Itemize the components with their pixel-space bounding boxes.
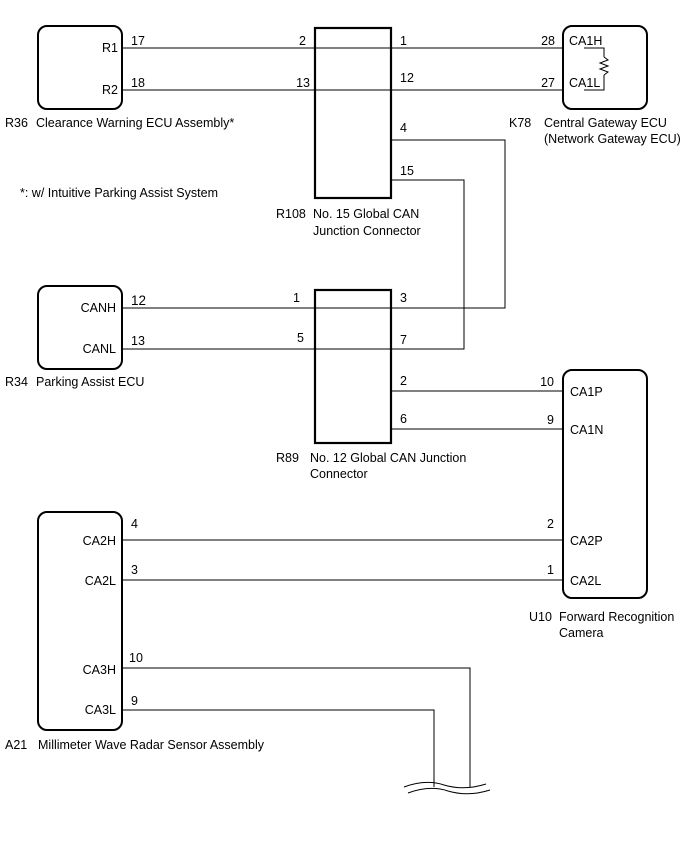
wire-a21-ca3h [122,667,471,787]
r36-box [37,25,123,110]
k78-name-line2: (Network Gateway ECU) [544,132,681,146]
pin-number: 1 [293,291,300,305]
pin-number: 12 [131,293,146,308]
resistor-lead [584,47,605,57]
r89-box [313,288,393,445]
wire-break-symbol [403,781,491,795]
r89-name-line2: Connector [310,467,368,481]
pin-number: 12 [400,71,414,85]
junction-internal-wires [315,47,391,350]
r36-id: R36 [5,116,28,130]
k78-name-line1: Central Gateway ECU [544,116,667,130]
a21-id: A21 [5,738,27,752]
r34-pin-canl: CANL [83,342,116,356]
pin-number: 27 [541,76,555,90]
pin-number: 1 [547,563,554,577]
u10-pin-ca1n: CA1N [570,423,603,437]
r108-name-line2: Junction Connector [313,224,421,238]
r34-pin-canh: CANH [81,301,116,315]
r36-name: Clearance Warning ECU Assembly* [36,116,234,130]
pin-number: 5 [297,331,304,345]
pin-number: 1 [400,34,407,48]
pin-number: 13 [296,76,310,90]
resistor-zigzag [598,56,610,76]
r34-box [37,285,123,370]
pin-number: 9 [131,694,138,708]
pin-number: 17 [131,34,145,48]
k78-id: K78 [509,116,531,130]
pin-number: 6 [400,412,407,426]
a21-pin-ca3h: CA3H [83,663,116,677]
pin-number: 4 [131,517,138,531]
u10-box [562,369,648,599]
k78-pin-ca1h: CA1H [569,34,602,48]
r36-pin-r1: R1 [102,41,118,55]
k78-pin-ca1l: CA1L [569,76,600,90]
r108-id: R108 [276,207,306,221]
pin-number: 10 [129,651,143,665]
a21-pin-ca3l: CA3L [85,703,116,717]
pin-number: 13 [131,334,145,348]
pin-number: 7 [400,333,407,347]
wire-a21-ca3l [122,709,435,787]
r89-name-line1: No. 12 Global CAN Junction [310,451,466,465]
pin-number: 3 [131,563,138,577]
pin-number: 18 [131,76,145,90]
resistor-icon [584,47,610,91]
pin-number: 3 [400,291,407,305]
pin-number: 28 [541,34,555,48]
u10-id: U10 [529,610,552,624]
pin-number: 15 [400,164,414,178]
pin-number: 10 [540,375,554,389]
r89-id: R89 [276,451,299,465]
u10-pin-ca2l: CA2L [570,574,601,588]
a21-name: Millimeter Wave Radar Sensor Assembly [38,738,265,752]
a21-pin-ca2l: CA2L [85,574,116,588]
r34-name: Parking Assist ECU [36,375,144,389]
footnote: *: w/ Intuitive Parking Assist System [20,186,218,200]
pin-number: 2 [547,517,554,531]
pin-number: 2 [299,34,306,48]
u10-pin-ca2p: CA2P [570,534,603,548]
u10-name-line2: Camera [559,626,604,640]
pin-number: 9 [547,413,554,427]
a21-pin-ca2h: CA2H [83,534,116,548]
resistor-lead [584,75,605,91]
u10-pin-ca1p: CA1P [570,385,603,399]
r34-id: R34 [5,375,28,389]
r108-name-line1: No. 15 Global CAN [313,207,419,221]
a21-box [37,511,123,731]
pin-number: 4 [400,121,407,135]
r36-pin-r2: R2 [102,83,118,97]
u10-name-line1: Forward Recognition [559,610,674,624]
r108-box [313,26,393,200]
pin-number: 2 [400,374,407,388]
